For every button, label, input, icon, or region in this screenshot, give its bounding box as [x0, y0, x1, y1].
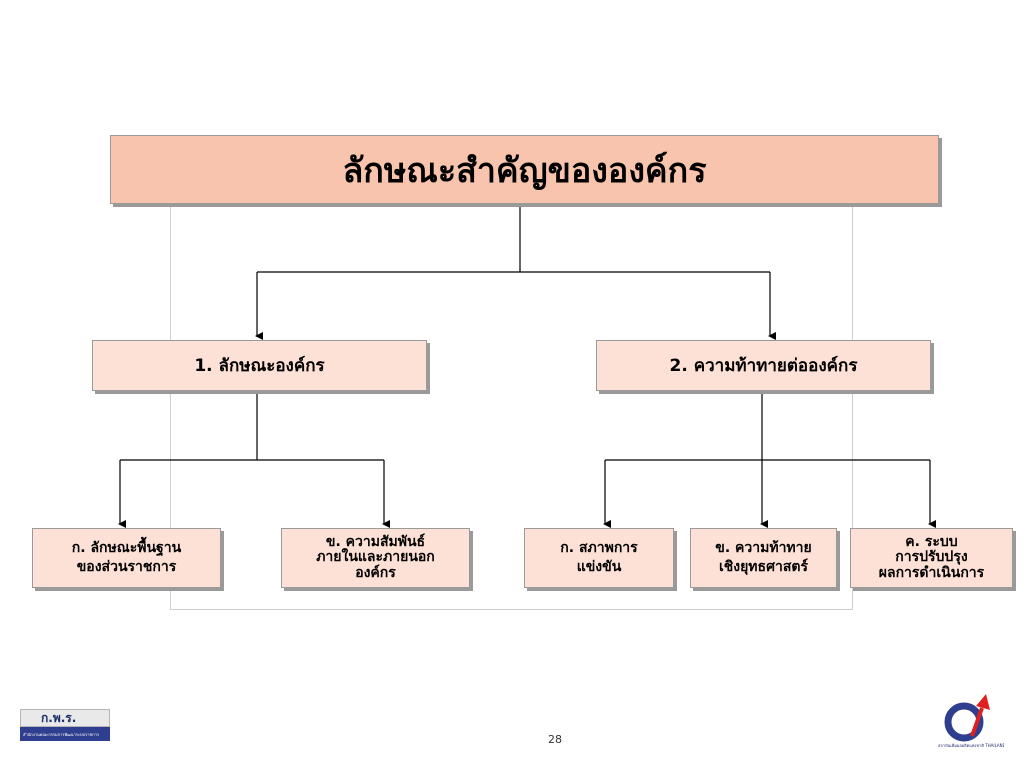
- leaf-line: ผลการดำเนินการ: [878, 564, 985, 581]
- page-number: 28: [548, 733, 562, 746]
- ftpi-logo: สถาบันเพิ่มผลผลิตแห่งชาติ THAILAND PRODU…: [938, 690, 1004, 750]
- leaf-line: องค์กร: [355, 564, 396, 581]
- leaf-box-relationships: ข. ความสัมพันธ์ ภายในและภายนอก องค์กร: [281, 528, 470, 588]
- leaf-box-basic-characteristics: ก. ลักษณะพื้นฐาน ของส่วนราชการ: [32, 528, 221, 588]
- leaf-line: ก. ลักษณะพื้นฐาน: [71, 540, 182, 557]
- opdc-logo-text: ก.พ.ร.: [41, 710, 77, 725]
- opdc-logo: ก.พ.ร. สำนักงานคณะกรรมการพัฒนาระบบราชการ: [20, 709, 110, 741]
- branch-box-organizational-challenges: 2. ความท้าทายต่อองค์กร: [596, 340, 931, 391]
- opdc-logo-subtext: สำนักงานคณะกรรมการพัฒนาระบบราชการ: [23, 731, 100, 737]
- branch-label: 2. ความท้าทายต่อองค์กร: [669, 356, 858, 376]
- leaf-line: ค. ระบบ: [905, 533, 958, 550]
- branch-label: 1. ลักษณะองค์กร: [194, 356, 325, 376]
- branch-box-organization-profile: 1. ลักษณะองค์กร: [92, 340, 427, 391]
- leaf-box-performance-improvement: ค. ระบบ การปรับปรุง ผลการดำเนินการ: [850, 528, 1013, 588]
- leaf-box-competitive-environment: ก. สภาพการ แข่งขัน: [524, 528, 674, 588]
- diagram-title-box: ลักษณะสำคัญขององค์กร: [110, 135, 939, 204]
- leaf-line: แข่งขัน: [576, 559, 622, 575]
- leaf-box-strategic-challenges: ข. ความท้าทาย เชิงยุทธศาสตร์: [690, 528, 837, 588]
- ftpi-logo-caption: สถาบันเพิ่มผลผลิตแห่งชาติ THAILAND PRODU…: [938, 743, 1004, 748]
- leaf-line: ข. ความท้าทาย: [715, 540, 812, 557]
- leaf-line: เชิงยุทธศาสตร์: [718, 559, 808, 575]
- diagram-title: ลักษณะสำคัญขององค์กร: [342, 150, 707, 191]
- leaf-line: ภายในและภายนอก: [316, 549, 435, 566]
- leaf-line: ก. สภาพการ: [560, 540, 638, 557]
- leaf-line: ข. ความสัมพันธ์: [325, 533, 426, 550]
- leaf-line: ของส่วนราชการ: [76, 559, 177, 575]
- leaf-line: การปรับปรุง: [895, 549, 968, 566]
- ftpi-logo-icon: [944, 694, 990, 742]
